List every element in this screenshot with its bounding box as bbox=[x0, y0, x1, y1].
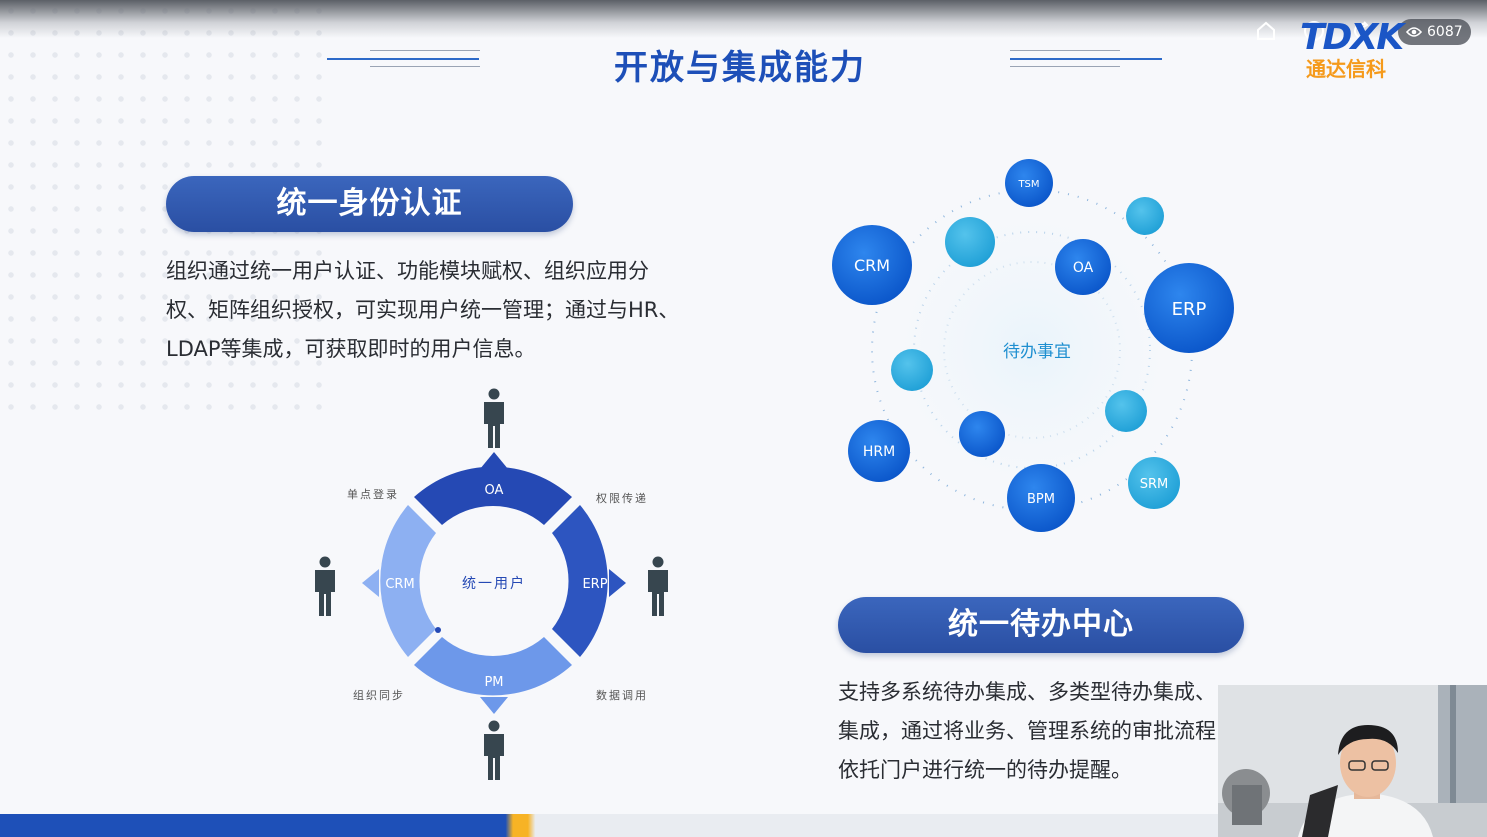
slide-footer-bar bbox=[0, 814, 1487, 837]
unified-user-ring: OA ERP PM CRM 统一用户 bbox=[362, 452, 626, 714]
identity-auth-paragraph: 组织通过统一用户认证、功能模块赋权、组织应用分 权、矩阵组织授权，可实现用户统一… bbox=[166, 252, 706, 369]
ring-segment-oa bbox=[414, 466, 572, 525]
ring-segment-crm bbox=[380, 505, 436, 657]
ring-arrow-pm bbox=[480, 697, 508, 714]
title-deco-right-gray bbox=[1010, 50, 1120, 51]
ring-segment-pm bbox=[414, 637, 572, 696]
node-oa bbox=[1055, 239, 1111, 295]
paragraph-line: LDAP等集成，可获取即时的用户信息。 bbox=[166, 337, 536, 361]
paragraph-line: 权、矩阵组织授权，可实现用户统一管理；通过与HR、 bbox=[166, 298, 680, 322]
label-single-sign-on: 单点登录 bbox=[347, 488, 399, 501]
presenter-video bbox=[1218, 685, 1487, 837]
title-deco-left-gray2 bbox=[370, 66, 480, 67]
view-count: 6087 bbox=[1427, 24, 1463, 40]
ring-arrow-oa bbox=[480, 452, 508, 469]
node-bpm bbox=[1007, 464, 1075, 532]
node-label-hrm: HRM bbox=[863, 444, 895, 460]
person-icon-right bbox=[648, 556, 668, 616]
logo-mark: TDXK bbox=[1300, 17, 1404, 58]
eye-icon bbox=[1406, 27, 1422, 37]
person-icon-top bbox=[484, 388, 504, 448]
node-label-oa: OA bbox=[1073, 260, 1094, 276]
node-srm bbox=[1128, 457, 1180, 509]
ring-center-label: 统一用户 bbox=[462, 575, 526, 592]
todo-center-pill: 统一待办中心 bbox=[838, 597, 1244, 653]
home-icon[interactable] bbox=[1254, 20, 1278, 44]
slide-title: 开放与集成能力 bbox=[614, 48, 866, 88]
tiktok-icon[interactable] bbox=[1302, 20, 1326, 44]
ring-label-oa: OA bbox=[485, 483, 504, 498]
node-label-bpm: BPM bbox=[1027, 492, 1055, 507]
ring-arrow-erp bbox=[609, 569, 626, 597]
paragraph-line: 集成，通过将业务、管理系统的审批流程 bbox=[838, 719, 1216, 743]
node-label-tsm: TSM bbox=[1017, 179, 1039, 190]
title-deco-right-gray2 bbox=[1010, 66, 1120, 67]
ring-arrow-crm bbox=[362, 569, 379, 597]
node-label-srm: SRM bbox=[1140, 477, 1169, 492]
ring-label-crm: CRM bbox=[385, 577, 414, 592]
company-logo: TDXK 通达信科 bbox=[1300, 18, 1440, 88]
title-deco-left-gray bbox=[370, 50, 480, 51]
todo-integration-diagram: TSM CRM OA ERP HRM BPM SRM 待办事宜 bbox=[832, 159, 1234, 540]
top-overlay-shade bbox=[0, 0, 1487, 38]
paragraph-line: 支持多系统待办集成、多类型待办集成、 bbox=[838, 680, 1216, 704]
node-label-erp: ERP bbox=[1172, 299, 1207, 320]
ring-label-erp: ERP bbox=[582, 577, 607, 592]
label-data-call: 数据调用 bbox=[596, 689, 648, 702]
diagram-center-label: 待办事宜 bbox=[1003, 342, 1071, 362]
identity-auth-pill: 统一身份认证 bbox=[166, 176, 573, 232]
ring-label-pm: PM bbox=[484, 675, 503, 690]
view-count-badge: 6087 bbox=[1398, 19, 1471, 45]
node-label-crm: CRM bbox=[854, 256, 890, 275]
paragraph-line: 组织通过统一用户认证、功能模块赋权、组织应用分 bbox=[166, 259, 649, 283]
node-crm bbox=[832, 225, 912, 305]
logo-name: 通达信科 bbox=[1306, 57, 1386, 81]
person-icon-left bbox=[315, 556, 335, 616]
todo-center-paragraph: 支持多系统待办集成、多类型待办集成、 集成，通过将业务、管理系统的审批流程 依托… bbox=[838, 673, 1218, 790]
node-hrm bbox=[848, 420, 910, 482]
person-icon-bottom bbox=[484, 720, 504, 780]
ring-segment-erp bbox=[552, 505, 608, 657]
node-tsm bbox=[1005, 159, 1053, 207]
label-org-sync: 组织同步 bbox=[353, 689, 405, 702]
webcam-overlay bbox=[1218, 685, 1487, 837]
node-erp bbox=[1144, 263, 1234, 353]
label-permission-transfer: 权限传递 bbox=[596, 492, 648, 505]
refresh-icon[interactable] bbox=[1350, 20, 1374, 44]
title-deco-right bbox=[1010, 58, 1162, 60]
title-deco-left bbox=[327, 58, 479, 60]
paragraph-line: 依托门户进行统一的待办提醒。 bbox=[838, 758, 1132, 782]
